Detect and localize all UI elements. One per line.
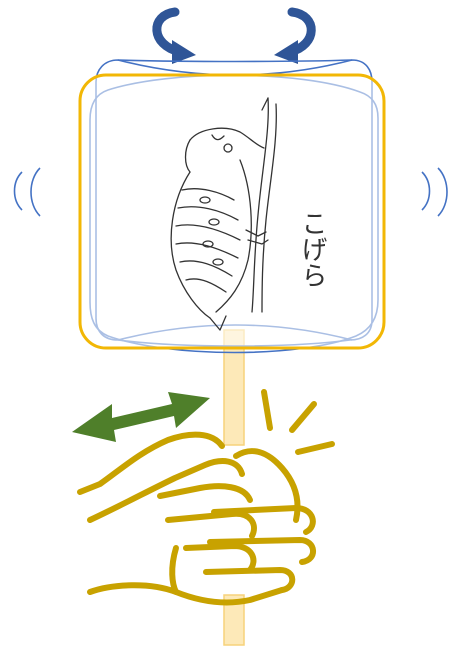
rubbing-hands-icon [80,435,313,603]
vibration-marks-right-icon [422,168,447,216]
card-frame [80,75,384,348]
rotate-left-arrow-icon [157,12,196,64]
card-label-text: こげら [297,210,327,288]
vibration-marks-left-icon [15,168,41,216]
rotate-right-arrow-icon [274,12,311,64]
card-label: こげら [297,210,327,288]
motion-lines-icon [264,392,332,452]
